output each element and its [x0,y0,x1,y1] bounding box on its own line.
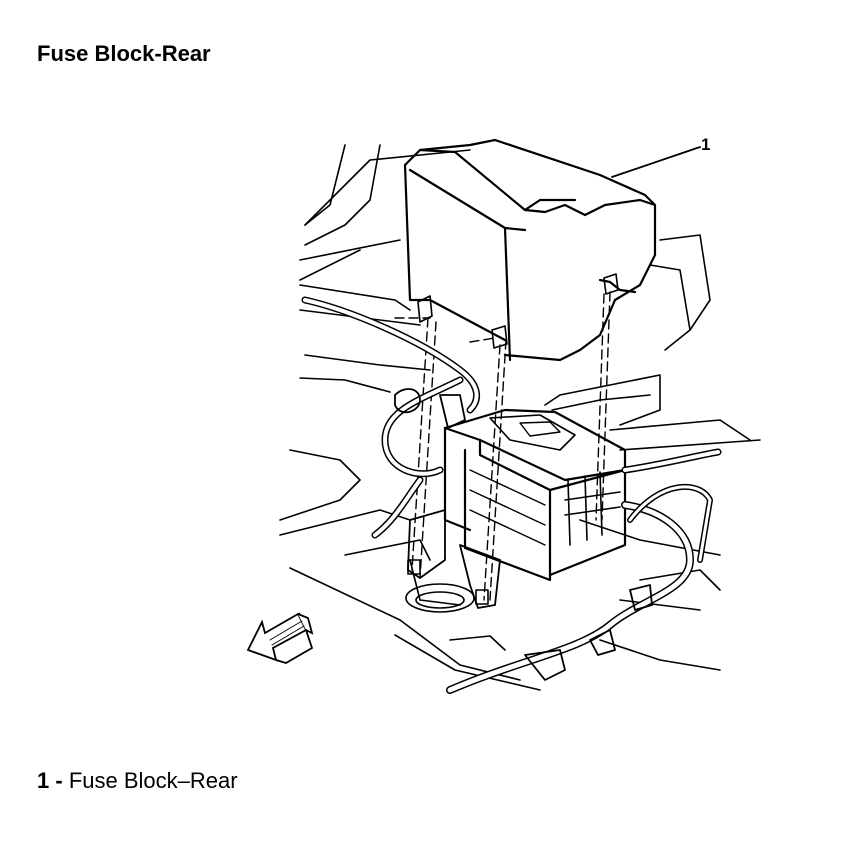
legend-item-label: Fuse Block–Rear [68,768,238,793]
vehicle-floor-outline [279,144,761,691]
alignment-guide-lines [394,291,611,601]
page-title: Fuse Block-Rear [37,41,211,66]
legend-item-separator: - [49,768,69,793]
fuse-block-cover [403,138,657,362]
callout-number-1: 1 [701,135,711,154]
wiring-harness [301,296,722,694]
fuse-block-base [407,408,627,609]
legend-item-number: 1 [37,768,50,793]
front-direction-arrow-icon [246,612,314,664]
callout-leader-line [611,146,701,178]
legend-item: 1 - Fuse Block–Rear [37,768,238,794]
